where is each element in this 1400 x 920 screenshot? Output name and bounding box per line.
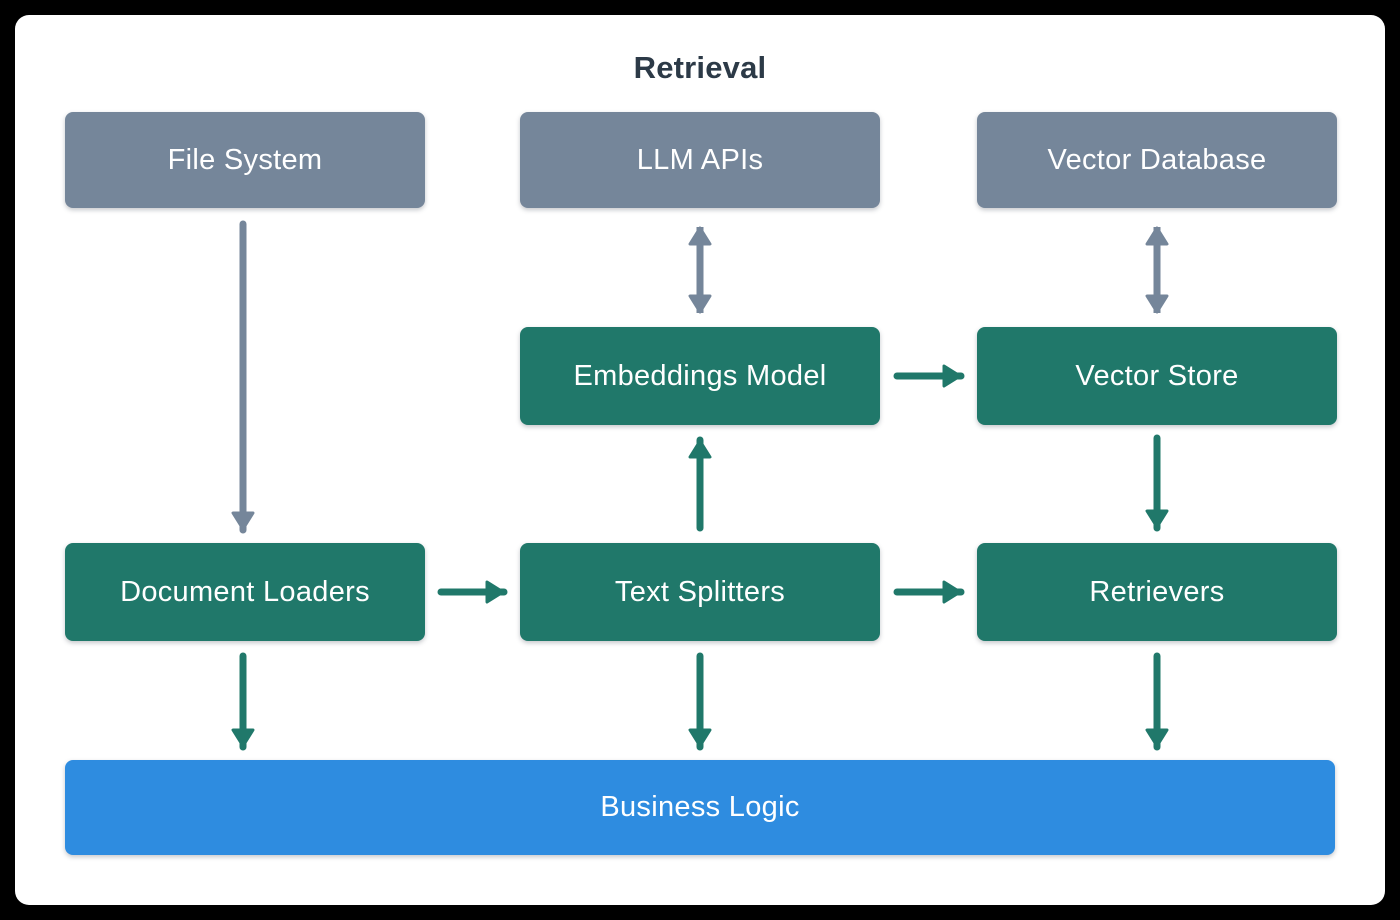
node-document-loaders-label: Document Loaders: [120, 575, 370, 608]
node-retrievers: Retrievers: [977, 543, 1337, 641]
node-vector-database: Vector Database: [977, 112, 1337, 208]
node-file-system: File System: [65, 112, 425, 208]
node-embeddings-model-label: Embeddings Model: [573, 359, 827, 392]
node-llm-apis: LLM APIs: [520, 112, 880, 208]
node-text-splitters: Text Splitters: [520, 543, 880, 641]
diagram-title: Retrieval: [633, 50, 767, 85]
node-text-splitters-label: Text Splitters: [614, 575, 786, 608]
node-vector-database-label: Vector Database: [1047, 143, 1267, 176]
node-retrievers-label: Retrievers: [1089, 575, 1225, 608]
node-business-logic-label: Business Logic: [600, 791, 800, 823]
node-vector-store-label: Vector Store: [1075, 359, 1239, 392]
node-llm-apis-label: LLM APIs: [636, 143, 764, 176]
node-file-system-label: File System: [167, 143, 323, 176]
node-business-logic: Business Logic: [65, 760, 1335, 855]
node-embeddings-model: Embeddings Model: [520, 327, 880, 425]
node-vector-store: Vector Store: [977, 327, 1337, 425]
node-document-loaders: Document Loaders: [65, 543, 425, 641]
